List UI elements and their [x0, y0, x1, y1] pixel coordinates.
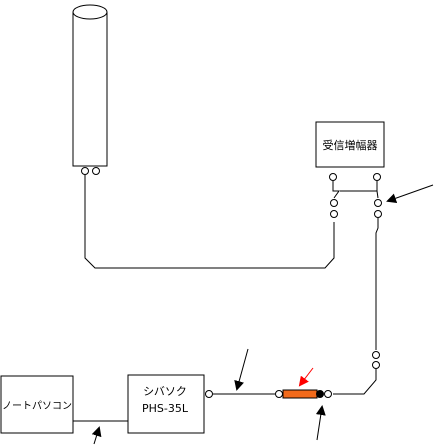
shibasoku-connector [205, 390, 213, 398]
connector-circle [374, 210, 382, 218]
antenna-cable [84, 175, 335, 269]
connector-circle [372, 351, 380, 359]
shibasoku-unit: シバソク PHS-35L [127, 374, 213, 434]
connector-circle [374, 199, 382, 207]
connector-pair-lower [372, 351, 380, 369]
connector-circle [330, 199, 338, 207]
right-cable-down [375, 218, 379, 350]
attenuator [282, 389, 332, 399]
amplifier-right-drop [376, 190, 379, 199]
arrow-icon [386, 184, 434, 204]
antenna-connector-left [81, 167, 89, 175]
receive-amplifier: 受信増幅器 [315, 121, 385, 181]
amplifier-label: 受信増幅器 [323, 139, 378, 152]
antenna-connector-right [92, 167, 100, 175]
connector-pair-left [330, 199, 338, 218]
amplifier-connector-left [329, 173, 337, 181]
antenna [72, 4, 108, 175]
shibasoku-label-line2: PHS-35L [142, 402, 189, 415]
amplifier-left-lead [332, 181, 340, 199]
pc-box [0, 375, 74, 434]
connector-circle [330, 210, 338, 218]
antenna-top [72, 4, 108, 20]
arrow-icon [234, 348, 249, 391]
attenuator-connector-right [324, 390, 332, 398]
amplifier-connector-right [373, 173, 381, 181]
attenuator-body [282, 389, 318, 399]
shibasoku-label-line1: シバソク [143, 385, 187, 398]
amplifier-box [315, 121, 385, 168]
pc-label: ノートパソコン [2, 400, 72, 412]
connector-pair-right [374, 199, 382, 218]
arrow-icon [91, 426, 102, 445]
shibasoku-box [127, 374, 205, 434]
amplifier-right-lead [340, 181, 378, 192]
antenna-body [72, 12, 108, 167]
connector-circle [372, 361, 380, 369]
attenuator-connector-black [316, 390, 324, 398]
attenuator-connector-left [275, 390, 283, 398]
arrow-icon [315, 405, 326, 441]
notebook-pc: ノートパソコン [0, 375, 74, 434]
red-arrow-icon [298, 367, 314, 387]
lower-right-cable [333, 369, 377, 395]
